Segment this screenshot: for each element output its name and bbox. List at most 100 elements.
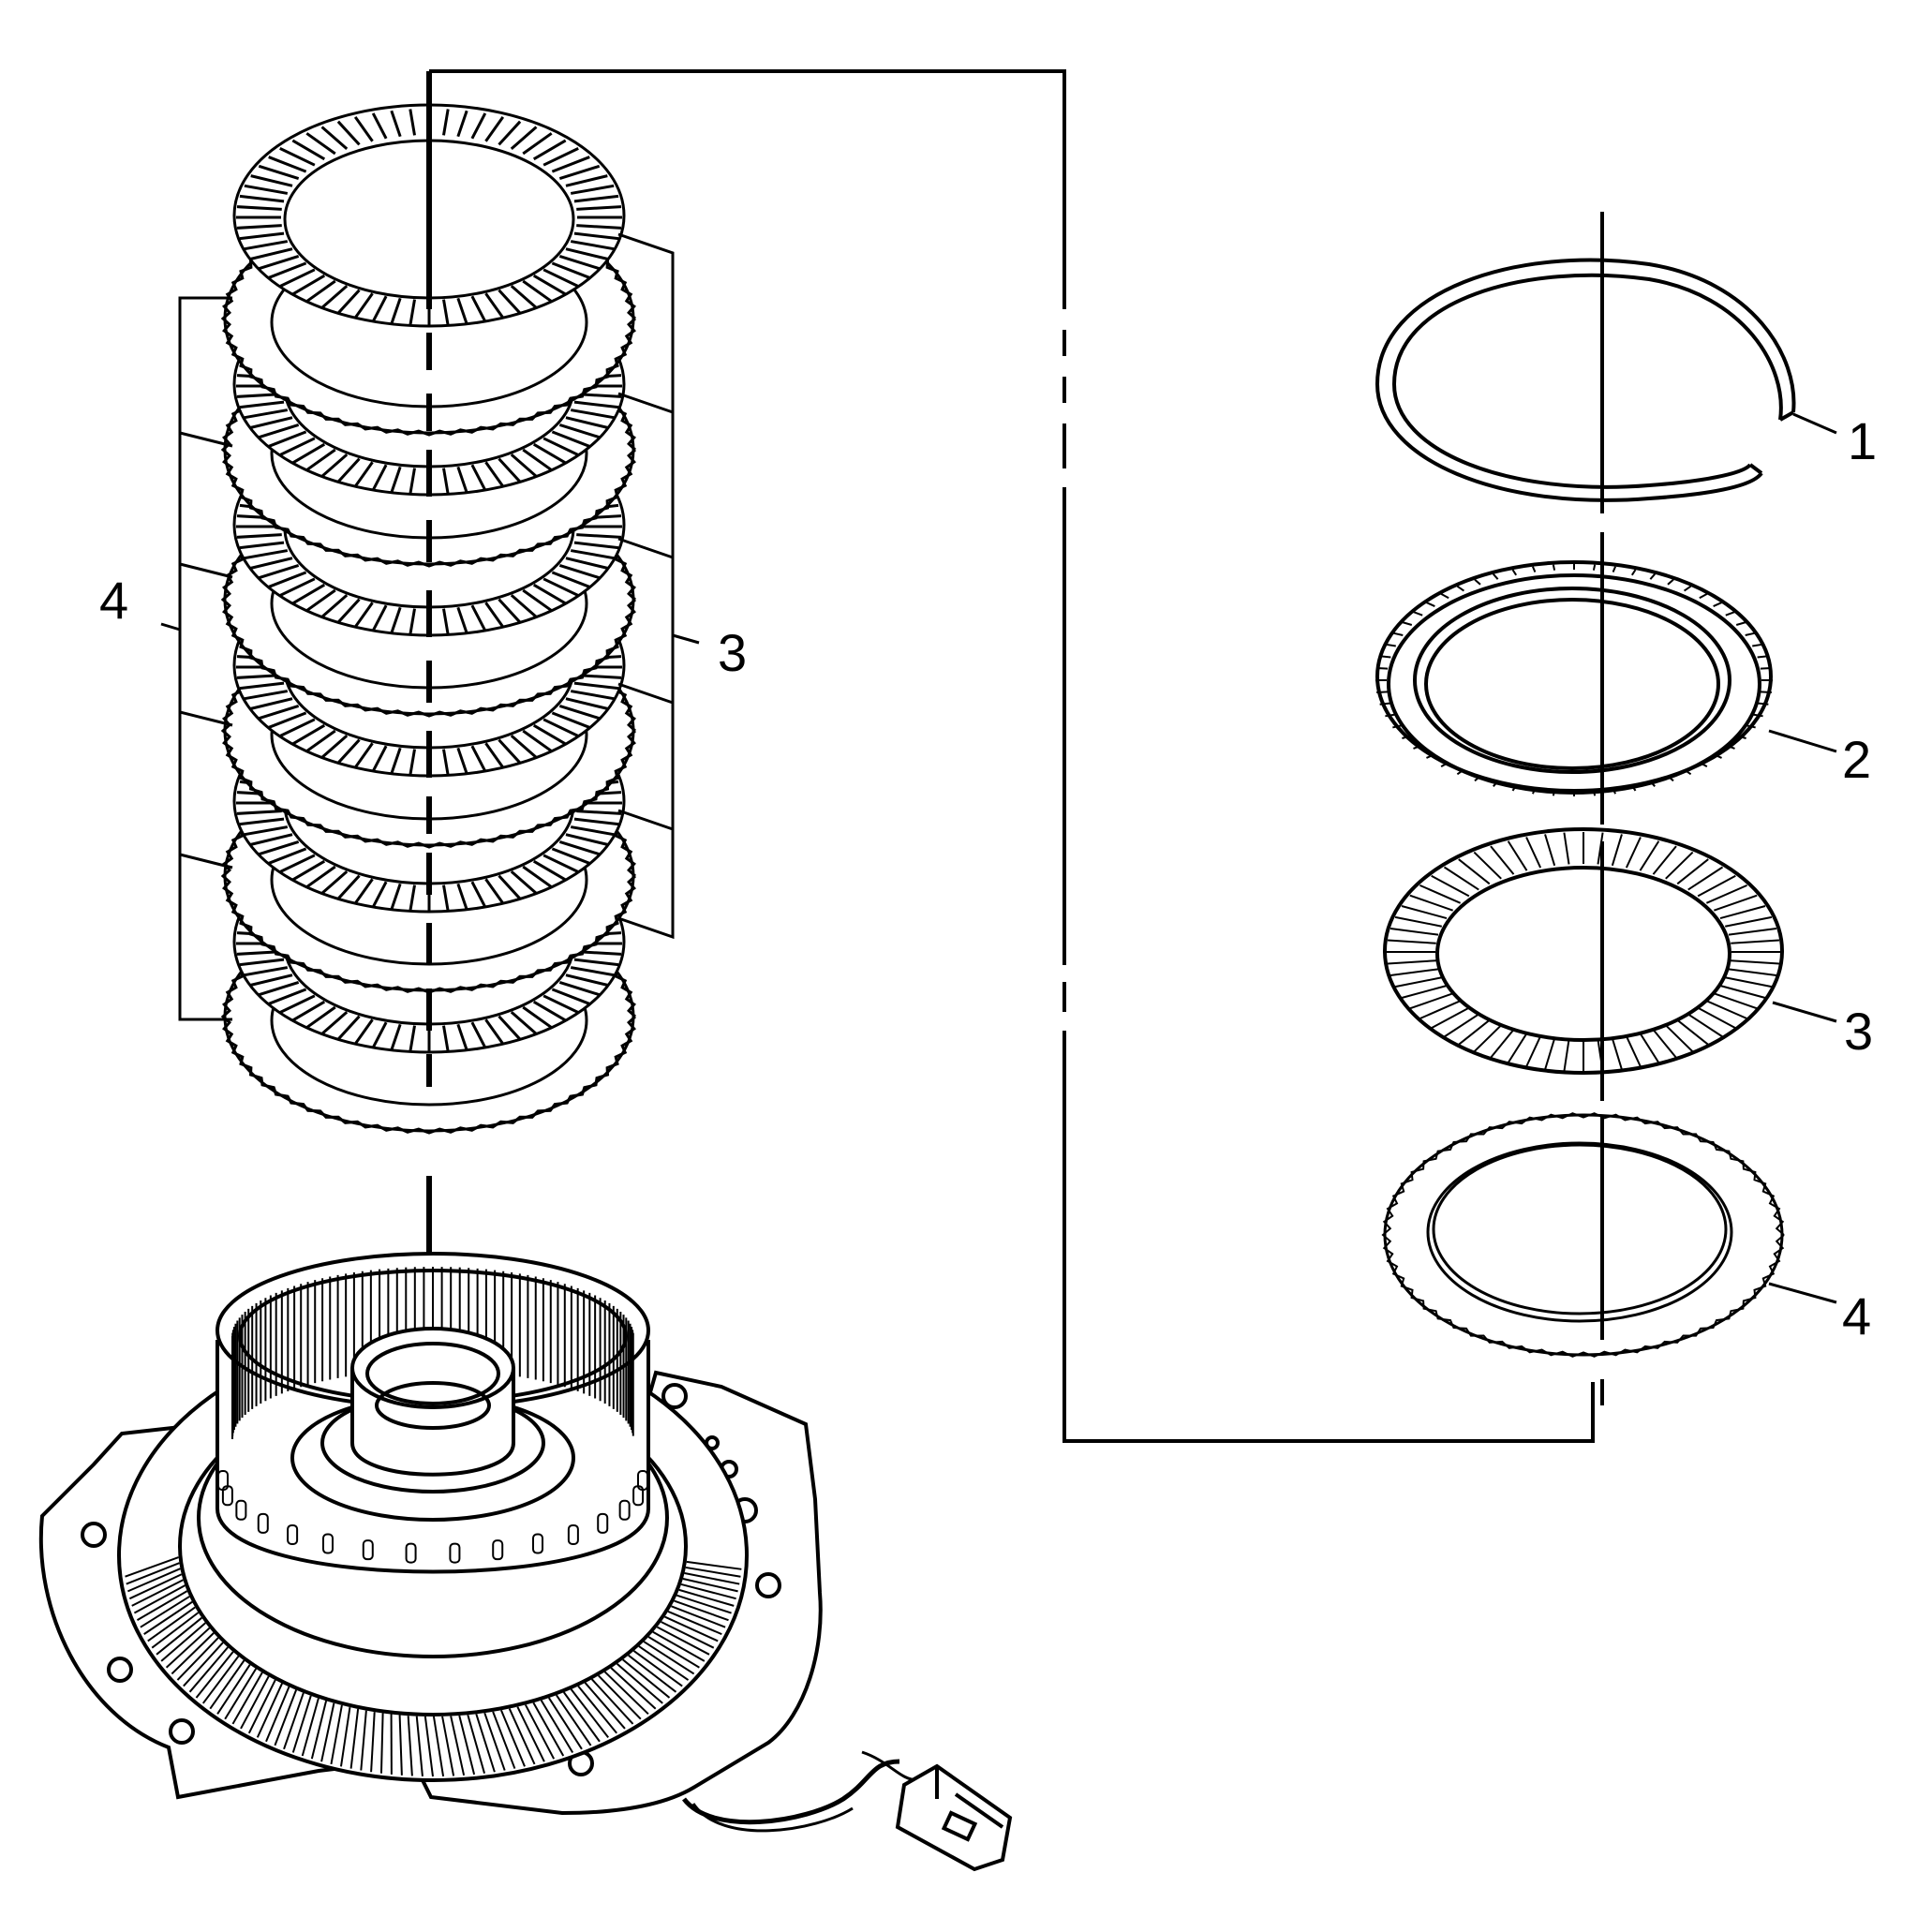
friction-tooth (551, 156, 590, 173)
gear-tooth (676, 1594, 732, 1614)
gear-tooth (671, 1605, 726, 1628)
friction-tooth (551, 430, 590, 448)
friction-tooth (279, 577, 316, 597)
friction-tooth (542, 994, 579, 1014)
friction-tooth (470, 112, 487, 140)
friction-plate-tooth (1443, 1013, 1479, 1038)
friction-tooth (291, 442, 326, 465)
friction-plate-tooth (1394, 915, 1442, 928)
gear-tooth (379, 1713, 384, 1774)
friction-tooth (498, 457, 522, 483)
backing-plate-tooth (1649, 573, 1656, 580)
friction-tooth (542, 268, 579, 288)
gear-tooth (598, 1674, 642, 1720)
friction-tooth (573, 681, 619, 691)
friction-tooth (305, 448, 336, 471)
drum-hole (597, 1512, 609, 1534)
friction-tooth (565, 697, 608, 710)
friction-plate-tooth (1458, 858, 1491, 885)
friction-tooth (498, 120, 522, 146)
friction-tooth (244, 690, 289, 701)
friction-tooth (320, 870, 349, 895)
friction-plate-tooth (1687, 866, 1724, 891)
leader-3 (1772, 1001, 1837, 1023)
gear-tooth (140, 1596, 190, 1628)
friction-tooth (522, 132, 553, 156)
friction-tooth (456, 110, 468, 138)
backing-plate-tooth (1713, 602, 1722, 607)
backing-plate-tooth (1699, 761, 1708, 768)
friction-tooth (353, 878, 374, 905)
friction-tooth (268, 988, 307, 1005)
gear-tooth (265, 1686, 290, 1743)
friction-tooth (268, 847, 307, 865)
backing-plate-tooth (1683, 585, 1692, 592)
clutch-housing-assembly (38, 1252, 1013, 1872)
friction-tooth (258, 705, 300, 721)
friction-tooth (236, 810, 282, 815)
friction-tooth (409, 1025, 416, 1052)
friction-tooth (498, 289, 522, 315)
gear-tooth (500, 1709, 526, 1767)
gear-tooth (176, 1637, 219, 1681)
friction-tooth (279, 437, 316, 456)
friction-tooth (291, 274, 326, 296)
friction-plate-detail (1383, 827, 1784, 1075)
friction-tooth (570, 240, 615, 251)
backing-plate-tooth (1413, 611, 1423, 617)
backing-plate-tooth (1592, 564, 1597, 571)
gear-tooth (339, 1706, 351, 1767)
friction-tooth (371, 295, 388, 322)
friction-tooth (558, 255, 601, 271)
backing-plate-tooth (1440, 761, 1449, 768)
gear-tooth (136, 1590, 188, 1622)
friction-tooth (409, 468, 416, 495)
friction-tooth (390, 466, 402, 494)
gear-tooth (165, 1627, 211, 1669)
friction-tooth (558, 164, 601, 180)
friction-tooth (573, 400, 619, 409)
friction-tooth (442, 468, 450, 495)
friction-plate-tooth (1544, 834, 1556, 867)
friction-plate-tooth (1652, 1029, 1677, 1059)
friction-tooth (510, 285, 538, 309)
gear-tooth (156, 1616, 202, 1656)
backing-plate-tooth (1532, 788, 1537, 795)
friction-tooth (320, 285, 349, 309)
gear-tooth (483, 1712, 506, 1771)
friction-tooth (250, 416, 293, 429)
friction-tooth (558, 564, 601, 580)
friction-tooth (522, 448, 553, 471)
friction-plate-tooth (1728, 968, 1777, 976)
gear-tooth (467, 1715, 485, 1774)
drum-hole (492, 1539, 504, 1561)
friction-tooth (498, 1015, 522, 1041)
gear-tooth (160, 1622, 206, 1662)
gear-tooth (682, 1577, 738, 1593)
gear-tooth (622, 1658, 671, 1699)
friction-tooth (558, 981, 601, 997)
backing-plate-tooth (1440, 592, 1449, 600)
friction-tooth (542, 147, 579, 167)
friction-plate-tooth (1401, 905, 1448, 919)
friction-tooth (558, 840, 601, 856)
friction-tooth (570, 549, 615, 560)
friction-tooth (279, 268, 316, 288)
friction-plate-tooth (1676, 858, 1709, 885)
gear-tooth (556, 1694, 592, 1746)
friction-tooth (336, 738, 361, 765)
friction-tooth (573, 541, 619, 550)
gear-tooth (125, 1556, 179, 1578)
backing-plate-tooth (1630, 569, 1637, 576)
friction-plate-tooth (1419, 884, 1462, 904)
friction-plate-tooth (1719, 905, 1766, 919)
friction-tooth (239, 681, 285, 691)
friction-plate-tooth (1725, 976, 1773, 988)
gear-tooth (133, 1584, 186, 1614)
friction-tooth (442, 749, 450, 776)
friction-tooth (532, 274, 567, 296)
gear-tooth (183, 1642, 224, 1687)
friction-tooth (456, 606, 468, 634)
friction-tooth (279, 994, 316, 1014)
friction-plate-tooth (1731, 959, 1780, 965)
